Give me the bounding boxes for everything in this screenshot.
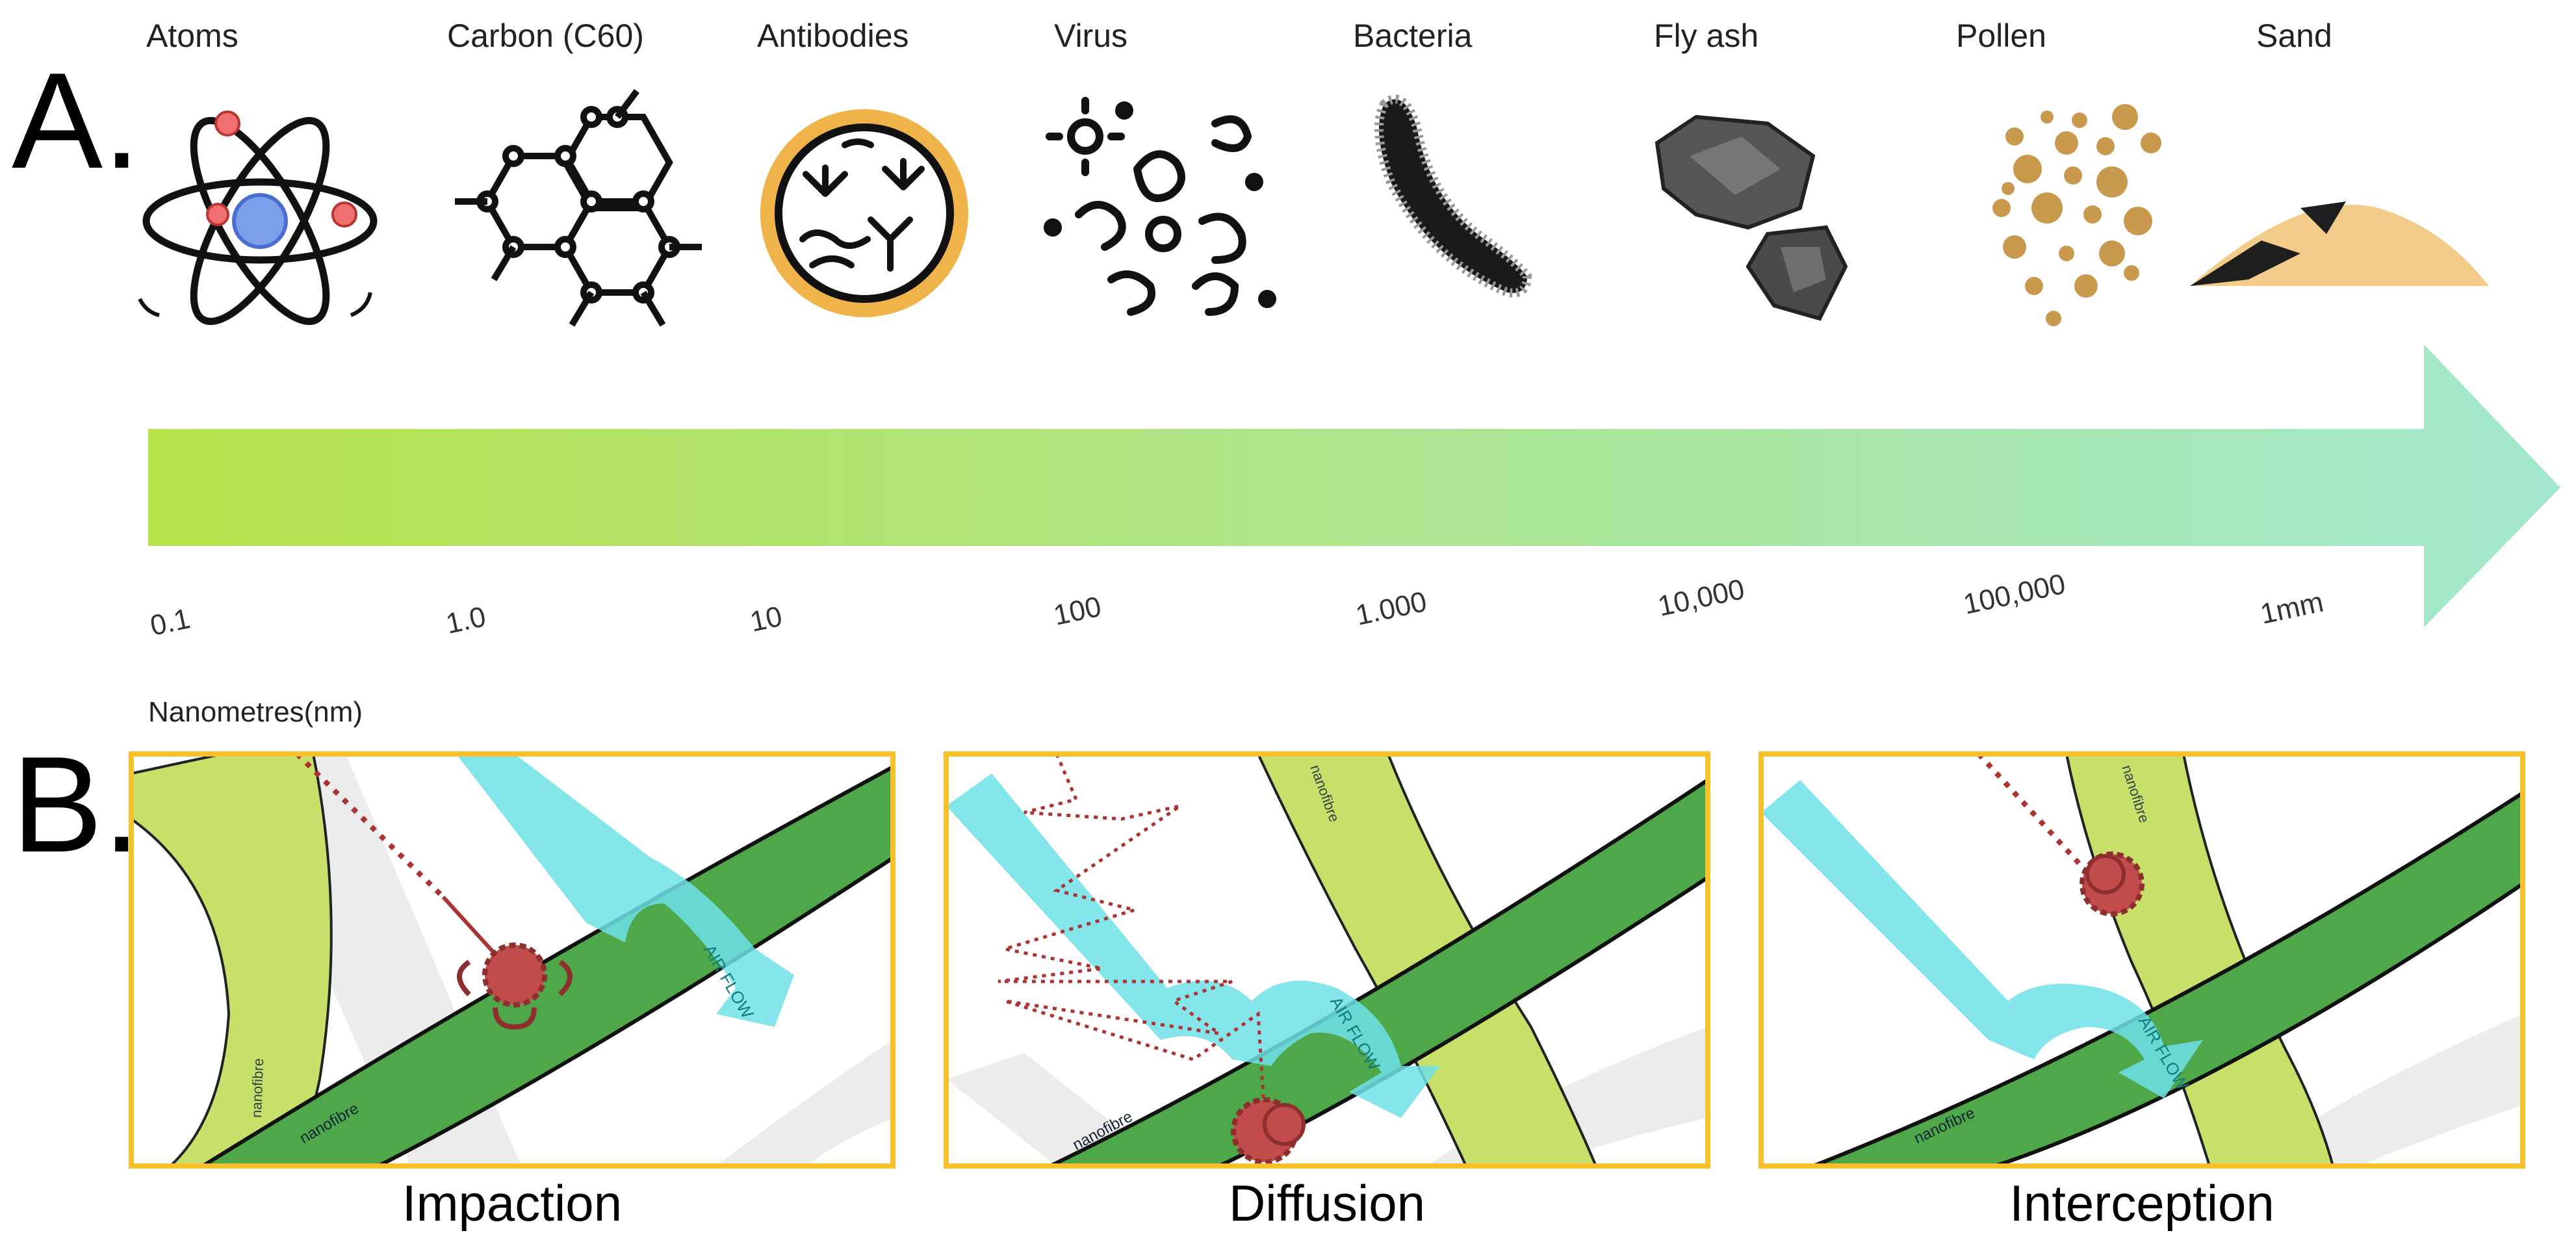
size-scale-arrow: [148, 344, 2560, 627]
panel-b-letter: B.: [12, 728, 140, 881]
particle-label-antibodies: Antibodies: [757, 18, 909, 54]
particle-labels: Atoms Carbon (C60) Antibodies Virus Bact…: [146, 18, 2332, 54]
scale-tick-labels: 0.1 1.0 10 100 1.000 10,000 100,000 1mm: [148, 568, 2326, 642]
scale-tick: 100,000: [1961, 568, 2068, 621]
scale-tick: 0.1: [148, 603, 193, 642]
particle-icon: [2080, 851, 2145, 916]
scale-tick: 100: [1051, 591, 1104, 632]
scale-tick: 1.0: [443, 601, 489, 640]
particle-label-bacteria: Bacteria: [1353, 18, 1473, 54]
fibre-label-2: nanofibre: [248, 1058, 266, 1119]
sand-icon: [2190, 201, 2489, 286]
panel-caption: Impaction: [402, 1175, 622, 1232]
unit-label: Nanometres(nm): [148, 696, 363, 728]
interception-panel: AIR FLOW nanofibre nanofibre Interceptio…: [1758, 751, 2525, 1232]
particle-label-virus: Virus: [1054, 18, 1127, 54]
particle-label-fly-ash: Fly ash: [1654, 18, 1758, 54]
carbon-c60-icon: [455, 89, 702, 327]
particle-label-atoms: Atoms: [146, 18, 238, 54]
panel-b: B. AIR F: [12, 728, 2525, 1232]
virus-icon: [1044, 97, 1276, 316]
scale-tick: 10: [747, 601, 785, 638]
atom-icon: [138, 110, 378, 325]
diffusion-panel: AIR FLOW nanofibre nanofibre Diffusion: [944, 751, 1710, 1232]
panel-a-letter: A.: [12, 44, 140, 197]
particle-label-pollen: Pollen: [1956, 18, 2046, 54]
panel-caption: Interception: [2009, 1175, 2274, 1232]
particle-icon: [1231, 1097, 1306, 1165]
scale-tick: 1.000: [1353, 586, 1430, 632]
scale-tick: 10,000: [1655, 573, 1747, 623]
antibodies-icon: [760, 109, 968, 317]
bacteria-icon: [1374, 94, 1532, 298]
impaction-panel: AIR FLOW nanofibre nanofibre Impaction: [129, 751, 895, 1232]
panel-a: A. Atoms Carbon (C60) Antibodies Virus B…: [12, 18, 2560, 728]
particle-label-carbon: Carbon (C60): [447, 18, 644, 54]
fly-ash-icon: [1655, 114, 1848, 321]
particle-label-sand: Sand: [2256, 18, 2332, 54]
pollen-icon: [1992, 104, 2161, 326]
particle-icon: [457, 942, 573, 1030]
panel-caption: Diffusion: [1229, 1175, 1425, 1232]
scale-tick: 1mm: [2258, 586, 2326, 630]
